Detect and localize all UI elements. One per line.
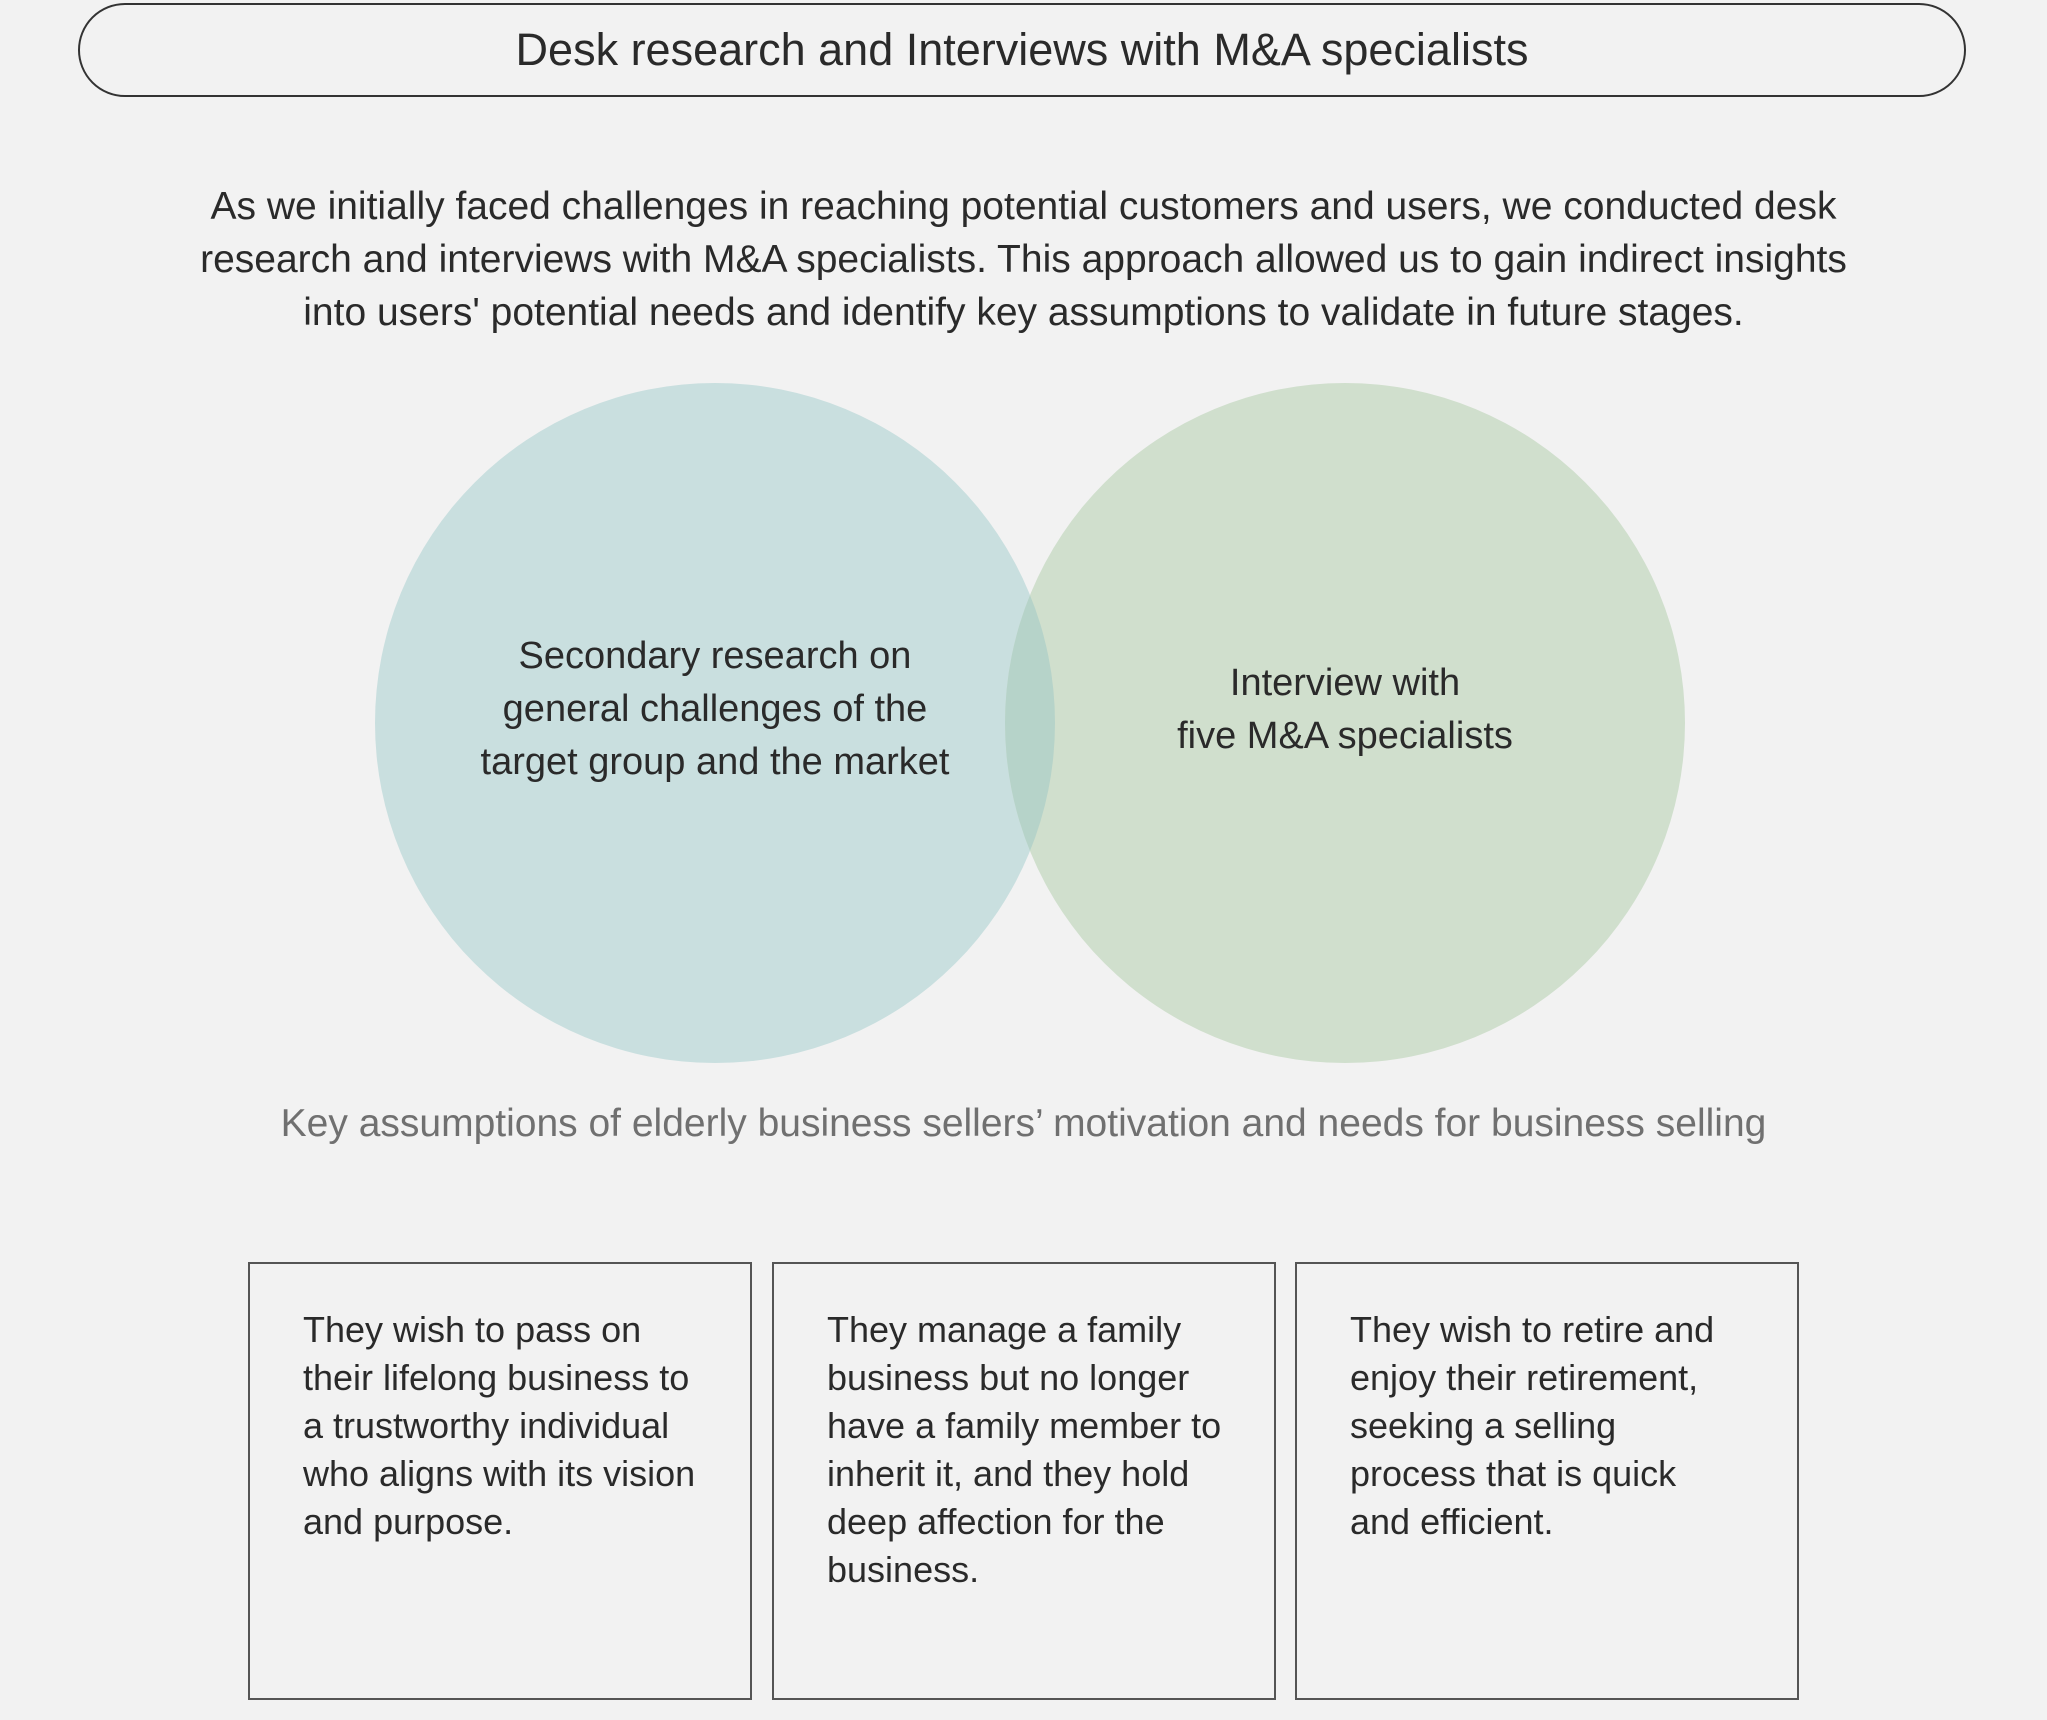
assumptions-title: Key assumptions of elderly business sell… [280,1102,1767,1145]
assumption-card-text: They manage a family business but no lon… [827,1309,1222,1590]
venn-circle-research [375,383,1055,1063]
venn-diagram [375,383,1685,1063]
section-title-text: Desk research and Interviews with M&A sp… [515,24,1529,75]
venn-label-interviews: Interview with five M&A specialists [1105,657,1585,763]
assumption-card-text: They wish to pass on their lifelong busi… [303,1309,696,1542]
venn-label-interviews-line1: Interview with [1229,662,1461,704]
assumption-card-text: They wish to retire and enjoy their reti… [1350,1309,1715,1542]
venn-circle-interviews [1005,383,1685,1063]
section-title: Desk research and Interviews with M&A sp… [78,3,1966,97]
venn-label-research: Secondary research on general challenges… [480,635,950,783]
intro-paragraph: As we initially faced challenges in reac… [200,185,1847,334]
assumption-card: They wish to retire and enjoy their reti… [1295,1262,1799,1700]
assumption-card: They wish to pass on their lifelong busi… [248,1262,752,1700]
venn-label-interviews-line2: five M&A specialists [1177,715,1513,757]
assumption-card: They manage a family business but no lon… [772,1262,1276,1700]
